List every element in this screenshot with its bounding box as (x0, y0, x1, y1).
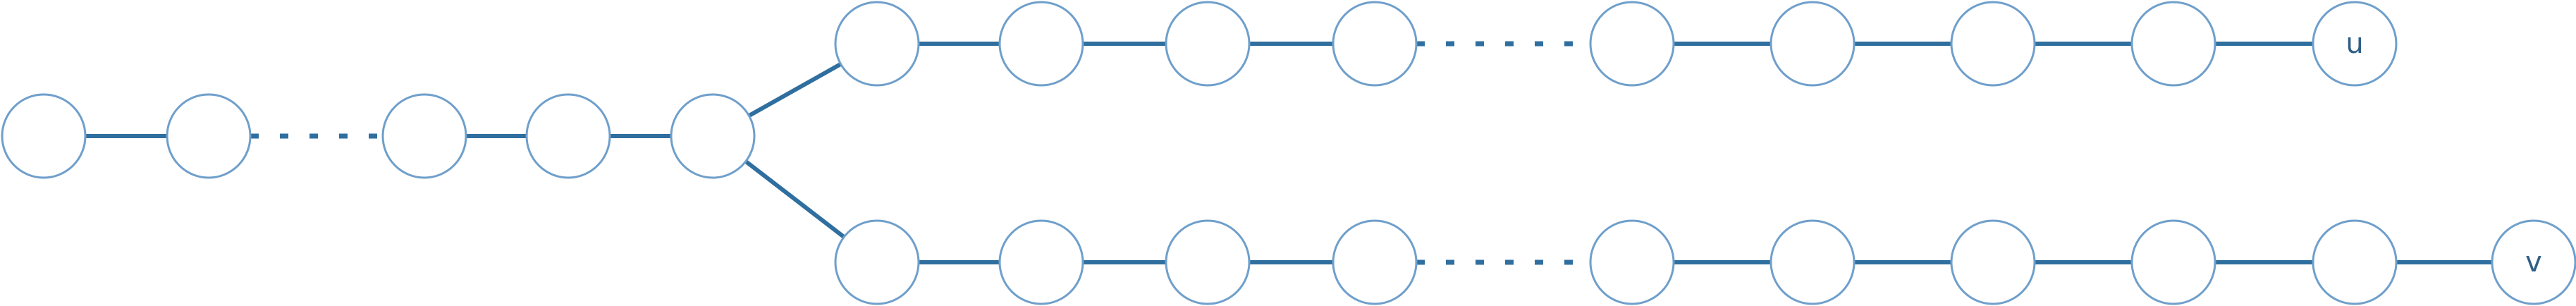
node-label-u: u (2345, 27, 2363, 60)
node-circle (1950, 1, 2036, 87)
edge-a5-b1 (744, 159, 846, 239)
node-t2 (998, 1, 1084, 87)
node-a1 (1, 93, 87, 179)
node-circle (998, 219, 1084, 305)
node-u: u (2312, 1, 2398, 87)
node-t5 (1589, 1, 1675, 87)
node-circle (998, 1, 1084, 87)
node-a3 (381, 93, 467, 179)
node-circle (1770, 219, 1856, 305)
node-b5 (1589, 219, 1675, 305)
node-circle (1165, 219, 1251, 305)
node-t8 (2130, 1, 2216, 87)
node-b4 (1332, 219, 1418, 305)
node-b1 (834, 219, 920, 305)
node-b7 (1950, 219, 2036, 305)
edges-layer (85, 41, 2492, 265)
node-circle (381, 93, 467, 179)
node-b8 (2130, 219, 2216, 305)
node-circle (2491, 219, 2576, 305)
edge-a5-t1 (747, 62, 842, 118)
node-circle (1332, 219, 1418, 305)
node-t3 (1165, 1, 1251, 87)
node-t4 (1332, 1, 1418, 87)
node-t1 (834, 1, 920, 87)
node-b2 (998, 219, 1084, 305)
node-b9 (2312, 219, 2398, 305)
node-circle (1589, 219, 1675, 305)
node-t6 (1770, 1, 1856, 87)
node-t7 (1950, 1, 2036, 87)
node-circle (1, 93, 87, 179)
node-circle (2312, 1, 2398, 87)
node-a4 (525, 93, 611, 179)
node-circle (670, 93, 756, 179)
node-label-v: v (2525, 246, 2542, 279)
node-circle (2130, 1, 2216, 87)
node-v: v (2491, 219, 2576, 305)
node-circle (1770, 1, 1856, 87)
node-a2 (166, 93, 252, 179)
node-circle (1589, 1, 1675, 87)
node-b3 (1165, 219, 1251, 305)
node-circle (2312, 219, 2398, 305)
node-circle (525, 93, 611, 179)
node-circle (166, 93, 252, 179)
node-circle (1332, 1, 1418, 87)
node-b6 (1770, 219, 1856, 305)
node-circle (1165, 1, 1251, 87)
node-circle (834, 1, 920, 87)
node-circle (1950, 219, 2036, 305)
node-a5 (670, 93, 756, 179)
node-circle (2130, 219, 2216, 305)
node-circle (834, 219, 920, 305)
